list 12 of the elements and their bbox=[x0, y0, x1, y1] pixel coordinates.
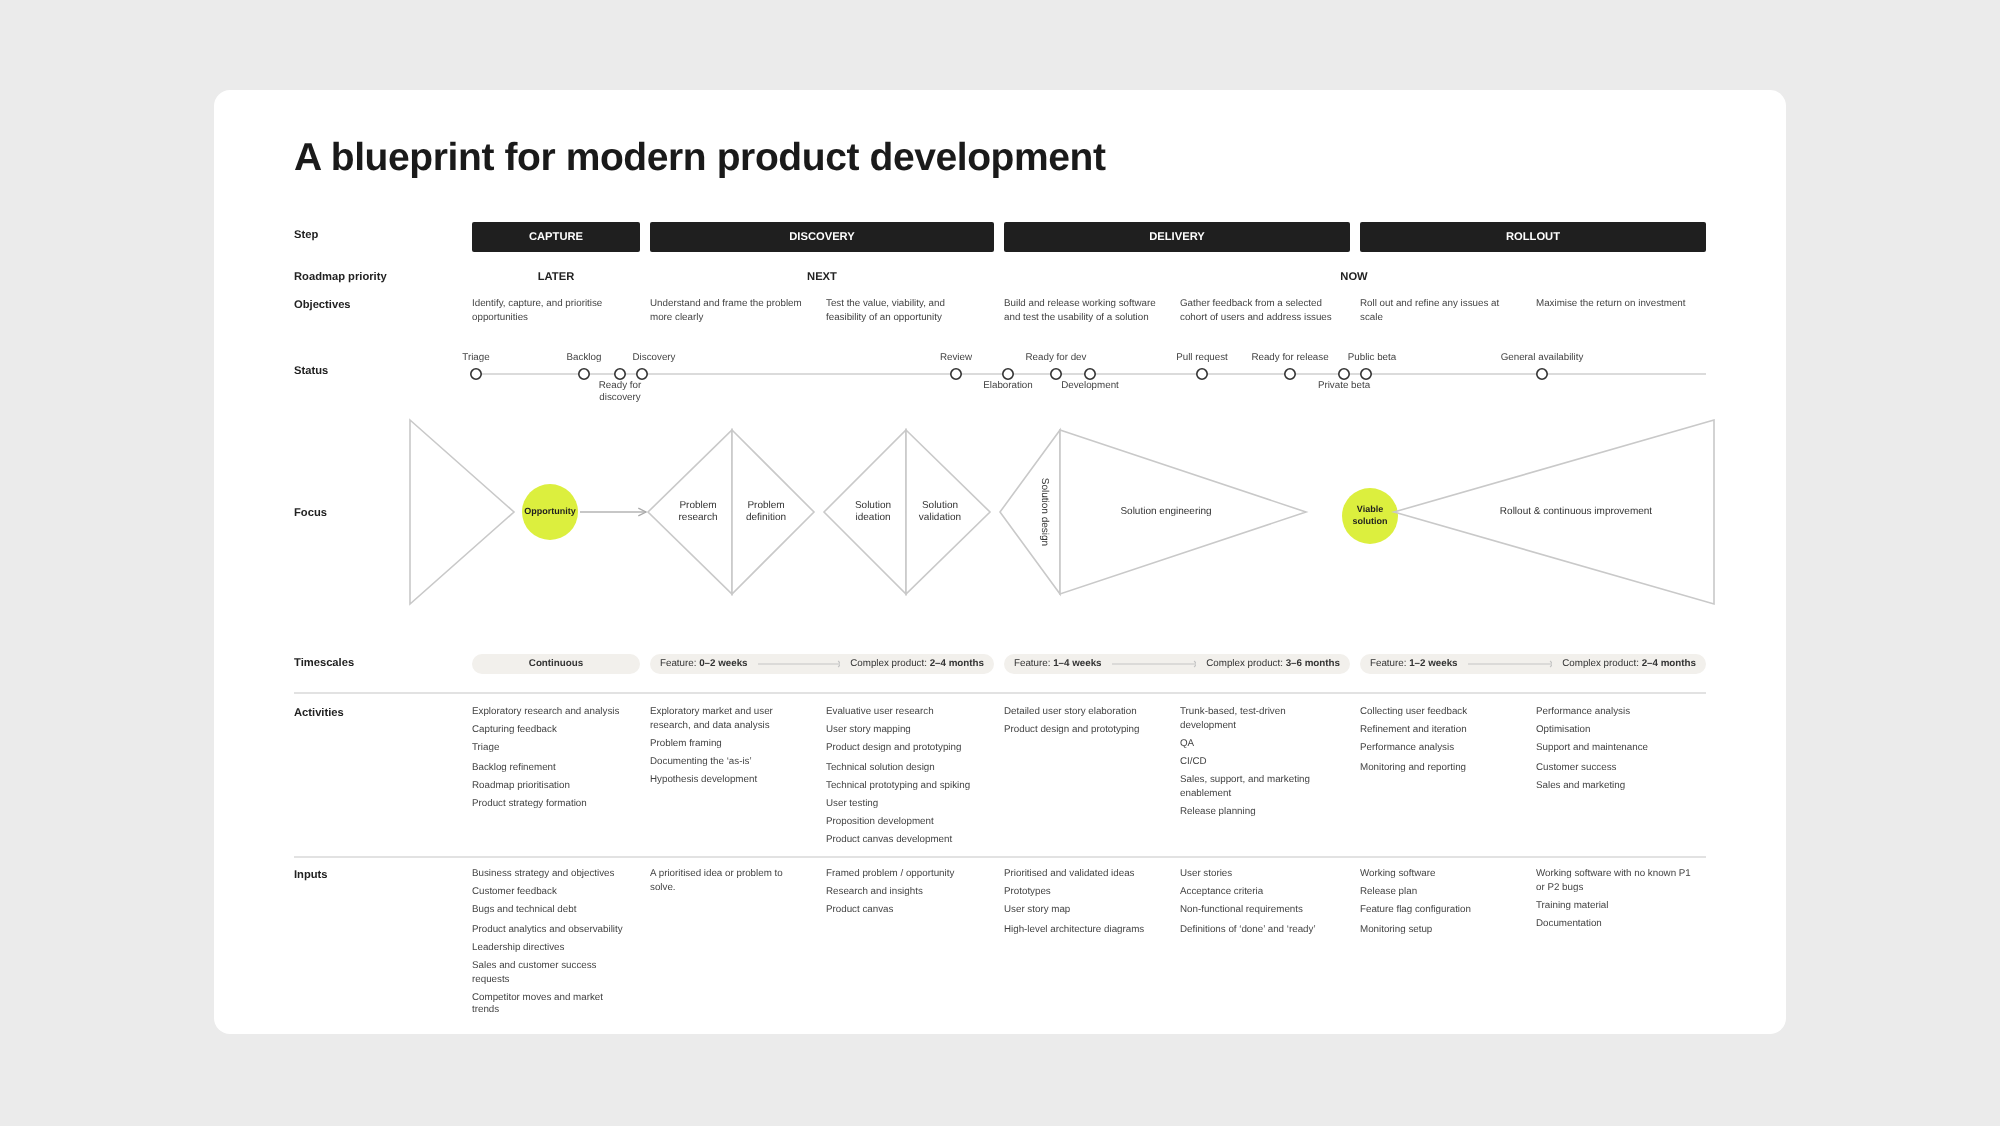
triangle-stage bbox=[1394, 420, 1714, 604]
triangle-stage bbox=[906, 430, 990, 594]
triangle-stage bbox=[648, 430, 732, 594]
triangle-stage bbox=[410, 420, 514, 604]
timescale-pill bbox=[1360, 654, 1706, 674]
triangle-stage bbox=[732, 430, 814, 594]
title: A blueprint for modern product development bbox=[294, 136, 1106, 182]
timescale-pill bbox=[650, 654, 994, 674]
arrow bbox=[579, 507, 647, 517]
timescale-pill bbox=[1004, 654, 1350, 674]
triangle-stage bbox=[1000, 430, 1060, 594]
triangle-stage bbox=[824, 430, 906, 594]
